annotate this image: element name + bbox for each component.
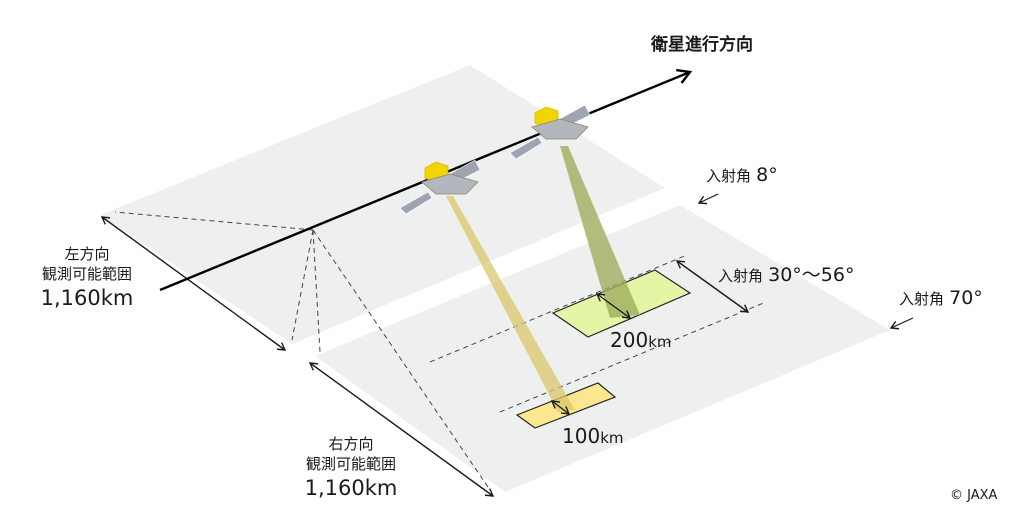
left-range-line2: 観測可能範囲 <box>41 265 132 283</box>
left-range-arrow <box>100 216 287 351</box>
incidence-prefix: 入射角 <box>718 267 764 285</box>
left-range-distance: 1,160km <box>40 286 134 310</box>
copyright: © JAXA <box>950 488 998 503</box>
left-range-line1: 左方向 <box>64 245 110 263</box>
incidence-far-label: 入射角 70° <box>899 287 983 309</box>
swath-200-label: 200km <box>610 328 672 352</box>
right-range-label: 右方向 観測可能範囲 1,160km <box>296 434 406 502</box>
direction-label: 衛星進行方向 <box>651 35 753 55</box>
swath-unit: km <box>600 429 624 447</box>
mid-incidence-range-arrow <box>675 260 750 313</box>
right-range-arrow <box>308 362 495 497</box>
beam-narrow <box>446 196 575 412</box>
swath-100-label: 100km <box>562 424 624 448</box>
satellite-icon <box>399 159 481 215</box>
right-range-line2: 観測可能範囲 <box>305 455 396 473</box>
incidence-70-pointer <box>889 317 914 330</box>
incidence-near-label: 入射角 8° <box>706 164 778 186</box>
swath-number: 100 <box>562 424 601 448</box>
right-range-line1: 右方向 <box>328 435 374 453</box>
swath-unit: km <box>648 333 672 351</box>
swath-100-arrow <box>550 400 571 415</box>
incidence-mid-label: 入射角 30°～56° <box>718 260 854 287</box>
satellite-icon <box>509 104 591 160</box>
incidence-value: 70° <box>949 287 983 309</box>
incidence-value: 8° <box>756 164 778 186</box>
incidence-8-pointer <box>697 193 719 205</box>
swath-number: 200 <box>610 328 649 352</box>
incidence-prefix: 入射角 <box>899 290 945 308</box>
left-range-label: 左方向 観測可能範囲 1,160km <box>32 244 142 312</box>
beam-wide <box>560 146 640 318</box>
right-range-distance: 1,160km <box>304 476 398 500</box>
incidence-value: 30°～56° <box>768 264 855 286</box>
incidence-prefix: 入射角 <box>706 167 752 185</box>
swath-200-arrow <box>595 293 632 319</box>
